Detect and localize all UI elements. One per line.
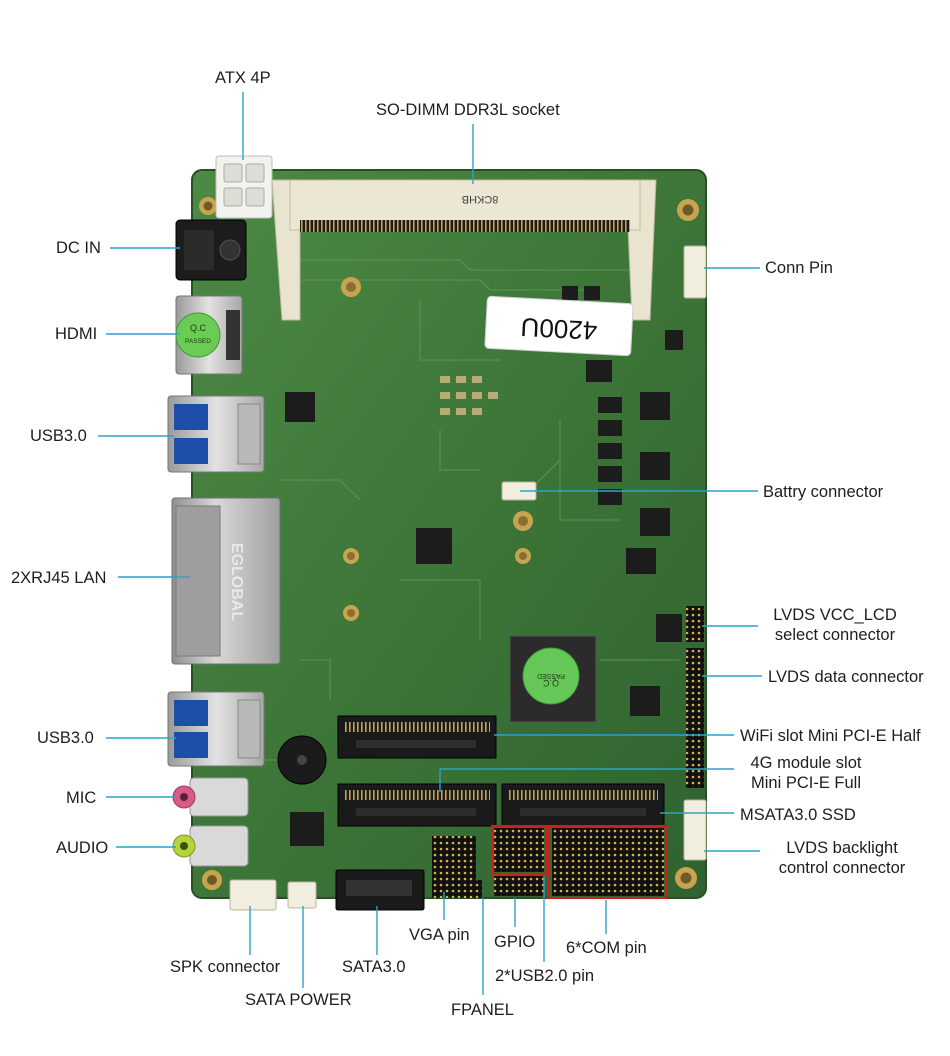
qc-stamp-top: Q.C xyxy=(190,323,207,333)
usb30-port-top xyxy=(167,395,265,473)
label-usb30-bottom: USB3.0 xyxy=(37,729,94,747)
fpanel-pin-header xyxy=(432,880,482,898)
atx-4p-connector xyxy=(215,155,273,219)
sata-power-connector xyxy=(287,881,317,909)
label-usb30-top: USB3.0 xyxy=(30,427,87,445)
lan-brand-text: EGLOBAL xyxy=(228,543,245,621)
label-lan: 2XRJ45 LAN xyxy=(11,569,107,587)
label-atx-4p: ATX 4P xyxy=(215,69,271,87)
label-battery-connector: Battry connector xyxy=(763,483,884,501)
label-usb20-pin: 2*USB2.0 pin xyxy=(495,967,595,985)
label-sata-power: SATA POWER xyxy=(245,991,352,1009)
label-dc-in: DC IN xyxy=(56,239,101,257)
leader-lines xyxy=(98,92,762,995)
label-conn-pin: Conn Pin xyxy=(765,259,833,277)
cpu-chip: Q.C PASSED xyxy=(509,635,597,723)
cpu-sticker: 4200U xyxy=(484,295,634,357)
label-mic: MIC xyxy=(66,789,97,807)
usb20-pin-header xyxy=(494,828,544,872)
cpu-sticker-text: 4200U xyxy=(520,312,598,346)
label-sata3: SATA3.0 xyxy=(342,958,406,976)
msata-slot xyxy=(501,783,665,827)
dc-in-jack xyxy=(175,219,247,281)
usb30-port-bottom xyxy=(167,691,265,767)
lvds-data-header xyxy=(686,648,704,788)
label-spk-connector: SPK connector xyxy=(170,958,281,976)
wifi-minipcie-slot xyxy=(337,715,497,759)
com-pin-header xyxy=(552,828,664,896)
components xyxy=(285,286,683,846)
spk-connector xyxy=(229,879,277,911)
hdmi-port: Q.C PASSED xyxy=(175,295,243,375)
label-vga-pin: VGA pin xyxy=(409,926,470,944)
lan-rj45-block: EGLOBAL xyxy=(171,497,281,665)
label-hdmi: HDMI xyxy=(55,325,98,343)
label-audio: AUDIO xyxy=(56,839,109,857)
label-gpio: GPIO xyxy=(494,933,536,951)
label-sodimm-socket: SO-DIMM DDR3L socket xyxy=(376,101,560,119)
label-wifi-slot: WiFi slot Mini PCI-E Half xyxy=(740,727,921,745)
conn-pin-header xyxy=(683,245,707,299)
label-4g-slot: 4G module slot Mini PCI-E Full xyxy=(736,753,876,793)
label-backlight-line2: control connector xyxy=(778,859,906,877)
label-backlight-line1: LVDS backlight xyxy=(786,839,898,857)
label-4g-line1: 4G module slot xyxy=(750,754,862,772)
qc-stamp-bottom: PASSED xyxy=(185,338,211,345)
label-com-pin: 6*COM pin xyxy=(566,939,647,957)
label-msata: MSATA3.0 SSD xyxy=(740,806,856,824)
sata3-connector xyxy=(335,869,425,911)
label-lvds-backlight: LVDS backlight control connector xyxy=(768,838,916,878)
mic-jack xyxy=(172,777,249,817)
sodimm-socket: 8CKHB xyxy=(271,179,657,321)
label-lvds-data: LVDS data connector xyxy=(768,668,924,686)
label-lvds-vcc-line1: LVDS VCC_LCD xyxy=(773,606,897,624)
socket-silkscreen: 8CKHB xyxy=(462,193,499,205)
label-lvds-vcc-line2: select connector xyxy=(774,626,896,644)
audio-jack xyxy=(172,825,249,867)
lvds-vcc-select-header xyxy=(686,606,704,642)
label-fpanel: FPANEL xyxy=(451,1001,514,1019)
label-lvds-vcc: LVDS VCC_LCD select connector xyxy=(765,605,905,645)
lvds-backlight-connector xyxy=(683,799,707,861)
chip-qc-bottom: PASSED xyxy=(537,672,565,679)
highlight-boxes xyxy=(491,825,667,899)
gpio-pin-header xyxy=(494,876,544,896)
4g-minipcie-slot xyxy=(337,783,497,827)
label-4g-line2: Mini PCI-E Full xyxy=(750,774,861,792)
chip-qc-top: Q.C xyxy=(543,678,560,688)
mounting-hole xyxy=(199,197,699,890)
